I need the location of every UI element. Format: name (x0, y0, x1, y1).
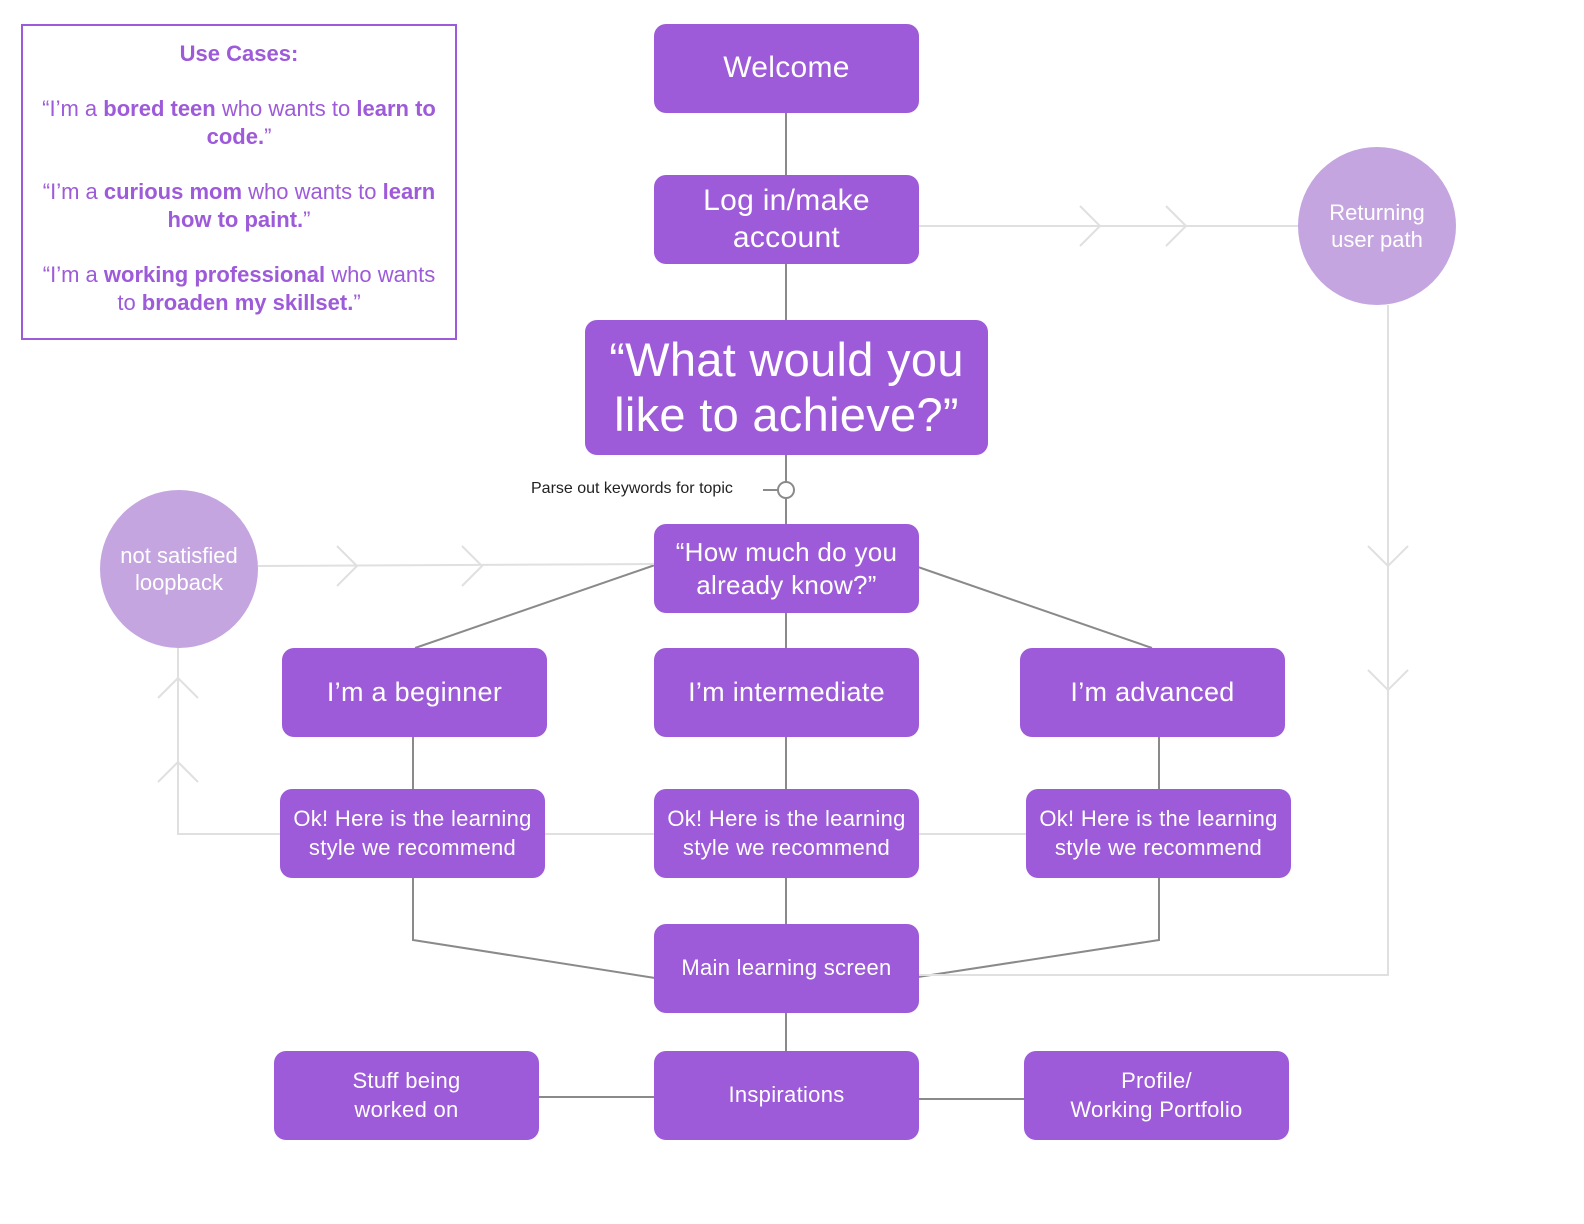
inspirations-node: Inspirations (654, 1051, 919, 1140)
loopback-line (257, 563, 656, 567)
intermediate-node: I’m intermediate (654, 648, 919, 737)
advanced-node: I’m advanced (1020, 648, 1285, 737)
achieve-question-node: “What would you like to achieve?” (585, 320, 988, 455)
quote-text: ” (264, 124, 272, 149)
use-case-quote-mom: “I’m a curious mom who wants to learn ho… (35, 178, 443, 234)
use-cases-box: Use Cases: “I’m a bored teen who wants t… (21, 24, 457, 340)
quote-text: who wants to (242, 179, 383, 204)
quote-emphasis: learn how to paint. (167, 179, 436, 232)
quote-text: “I’m a (42, 179, 104, 204)
beginner-node: I’m a beginner (282, 648, 547, 737)
recommend-advanced-node: Ok! Here is the learning style we recomm… (1026, 789, 1291, 878)
quote-emphasis: learn to code. (206, 96, 436, 149)
loopback-chevron-3 (157, 676, 199, 699)
quote-emphasis: bored teen (103, 96, 216, 121)
quote-text: “I’m a (42, 262, 104, 287)
how-much-question-node: “How much do you already know?” (654, 524, 919, 613)
use-cases-title: Use Cases: (179, 41, 299, 66)
stuff-being-worked-on-node: Stuff being worked on (274, 1051, 539, 1140)
connector-howmuch-advanced (917, 566, 1153, 649)
main-learning-screen-node: Main learning screen (654, 924, 919, 1013)
loopback-chevron-1 (336, 545, 359, 587)
recommend-beginner-node: Ok! Here is the learning style we recomm… (280, 789, 545, 878)
quote-text: who wants to (215, 96, 357, 121)
welcome-node: Welcome (654, 24, 919, 113)
recommend-intermediate-node: Ok! Here is the learning style we recomm… (654, 789, 919, 878)
quote-text: ” (303, 207, 311, 232)
connector-recbeg-main (412, 877, 656, 979)
returning-user-path-circle: Returning user path (1298, 147, 1456, 305)
use-case-quote-professional: “I’m a working professional who wants to… (35, 261, 443, 317)
quote-emphasis: curious mom (103, 179, 243, 204)
quote-text: ” (353, 290, 361, 315)
returning-path-down-line (918, 305, 1389, 976)
loopback-up-line (177, 648, 280, 835)
parse-keywords-note: Parse out keywords for topic (531, 480, 733, 497)
returning-path-chevron-3 (1367, 545, 1409, 568)
login-node: Log in/make account (654, 175, 919, 264)
use-case-quote-teen: “I’m a bored teen who wants to learn to … (35, 95, 443, 151)
connector-howmuch-beginner (414, 564, 656, 649)
quote-text: “I’m a (42, 96, 104, 121)
parse-junction-node (777, 481, 795, 499)
quote-emphasis: broaden my skillset. (141, 290, 354, 315)
quote-emphasis: working professional (103, 262, 326, 287)
connector-recadv-main (917, 877, 1160, 978)
not-satisfied-loopback-circle: not satisfied loopback (100, 490, 258, 648)
returning-path-chevron-4 (1367, 669, 1409, 692)
returning-path-chevron-2 (1165, 205, 1188, 247)
loopback-chevron-2 (461, 545, 484, 587)
returning-path-chevron-1 (1079, 205, 1102, 247)
quote-text: who wants to (117, 262, 436, 315)
loopback-chevron-4 (157, 760, 199, 783)
profile-portfolio-node: Profile/ Working Portfolio (1024, 1051, 1289, 1140)
